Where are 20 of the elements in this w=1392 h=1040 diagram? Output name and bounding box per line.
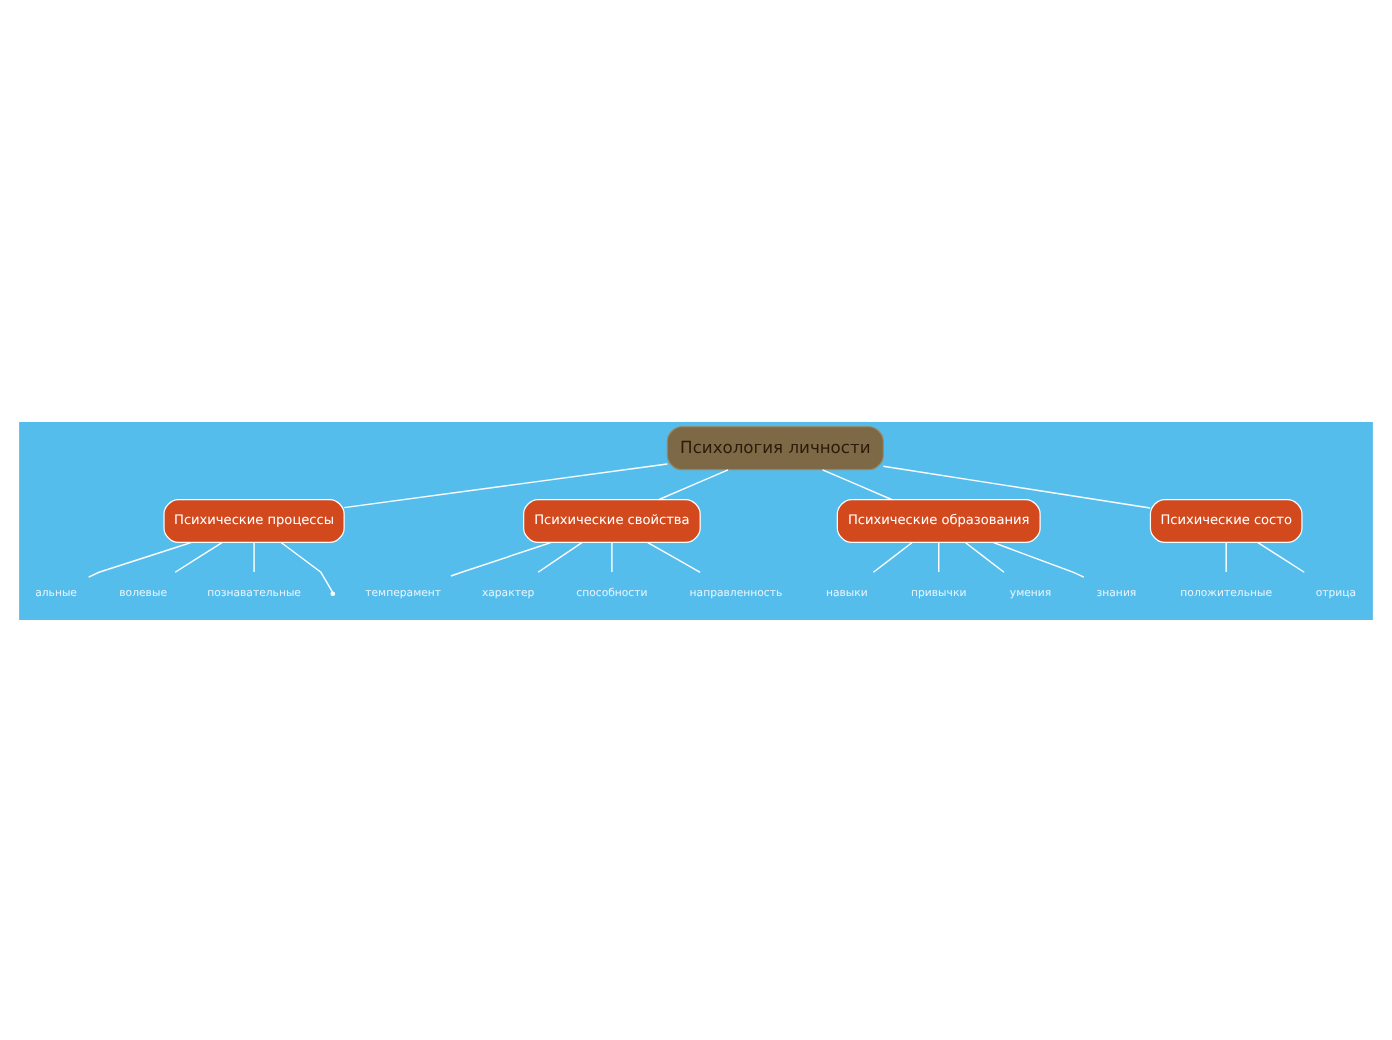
connector xyxy=(872,540,913,572)
connector xyxy=(280,540,334,592)
connector xyxy=(821,468,893,500)
connector xyxy=(343,462,669,508)
connector xyxy=(964,540,1005,572)
connector xyxy=(1257,540,1305,572)
node-point xyxy=(330,590,336,596)
connector xyxy=(450,540,552,576)
connector xyxy=(87,540,192,577)
connector xyxy=(174,540,223,572)
connector xyxy=(1225,540,1227,572)
connector xyxy=(938,540,940,572)
node-box: Психология личности xyxy=(666,425,884,470)
connector xyxy=(537,540,583,572)
connector xyxy=(611,540,613,572)
connector xyxy=(658,468,729,500)
connector xyxy=(992,540,1085,577)
connector xyxy=(253,540,255,572)
connector xyxy=(882,464,1151,508)
connector xyxy=(647,540,701,572)
